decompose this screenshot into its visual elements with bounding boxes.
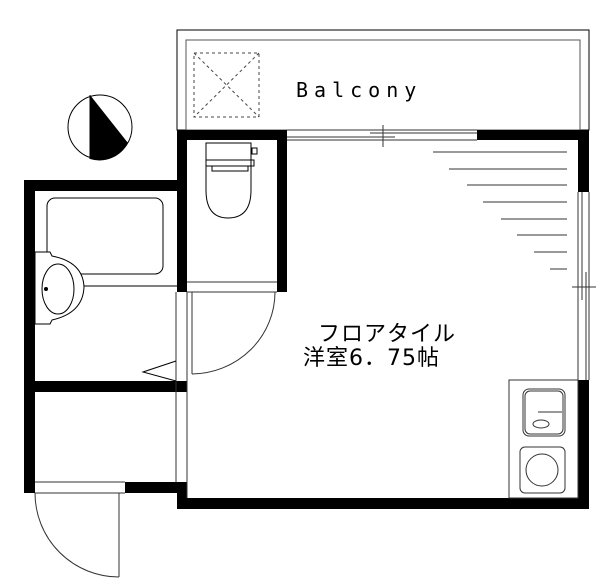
stove-icon xyxy=(519,446,566,494)
toilet-icon xyxy=(205,142,258,219)
toilet-door xyxy=(191,291,276,375)
side-window xyxy=(572,192,596,380)
kitchen-counter xyxy=(508,379,579,499)
washbasin-icon xyxy=(34,251,85,325)
north-compass-icon xyxy=(67,94,133,161)
balcony-window xyxy=(287,125,477,147)
walls xyxy=(24,130,589,509)
partitions xyxy=(35,281,277,498)
loft-stairs xyxy=(433,151,567,270)
entrance-door xyxy=(34,492,120,578)
room-size-label: 洋室6．75帖 xyxy=(303,346,440,371)
ac-unit-icon xyxy=(193,52,260,118)
sink-icon xyxy=(522,388,566,437)
balcony-label: Balcony xyxy=(296,78,423,102)
bathtub-icon xyxy=(46,197,177,287)
door-marker xyxy=(141,360,177,382)
flooring-label: フロアタイル xyxy=(318,322,457,347)
